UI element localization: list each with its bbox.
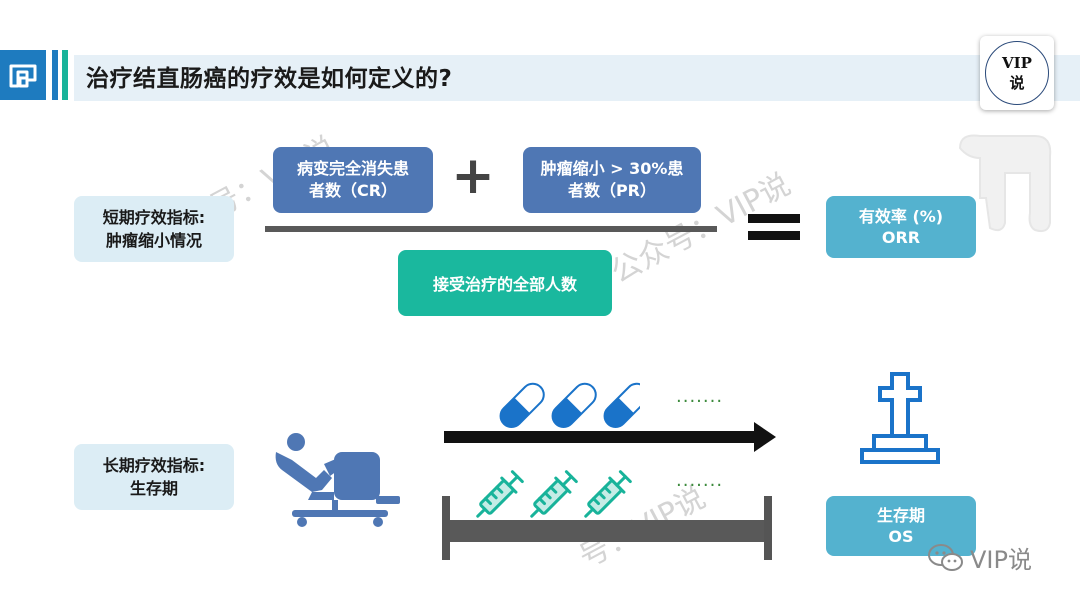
fraction-line <box>265 226 717 232</box>
pr-patients-box: 肿瘤缩小 > 30%患 者数（PR） <box>523 147 701 213</box>
capsule-icons <box>499 382 640 428</box>
header-accent-stripe <box>62 50 68 100</box>
wechat-icon <box>928 543 963 571</box>
patient-bed-icon <box>275 433 400 527</box>
tombstone-cross-icon <box>860 372 940 464</box>
syringe-icon <box>476 470 524 518</box>
page-title: 治疗结直肠癌的疗效是如何定义的? <box>86 66 453 92</box>
continuation-dots: ....... <box>676 470 724 491</box>
wechat-account-name: VIP说 <box>970 546 1032 574</box>
vip-badge[interactable]: VIP 说 <box>980 36 1054 110</box>
wechat-watermark: VIP说 <box>928 540 1032 575</box>
timeline-arrow-icon <box>444 422 776 452</box>
short-term-indicator-label: 短期疗效指标: 肿瘤缩小情况 <box>74 196 234 262</box>
os-result-box: 生存期 OS <box>826 496 976 556</box>
continuation-dots: ....... <box>676 386 724 407</box>
vip-badge-line2: 说 <box>1009 74 1025 92</box>
cr-patients-box: 病变完全消失患 者数（CR） <box>273 147 433 213</box>
intestine-icon <box>0 50 46 100</box>
orr-result-box: 有效率 (%) ORR <box>826 196 976 258</box>
total-treated-box: 接受治疗的全部人数 <box>398 250 612 316</box>
vip-badge-circle: VIP 说 <box>985 41 1049 105</box>
title-bar <box>74 55 1080 101</box>
equals-icon <box>748 214 800 240</box>
syringe-icons <box>476 470 632 518</box>
syringe-icon <box>584 470 632 518</box>
intestine-watermark-icon <box>958 134 1052 233</box>
header-accent-stripe <box>52 50 58 100</box>
survival-span-bar <box>442 496 772 560</box>
vip-badge-line1: VIP <box>1002 54 1032 72</box>
plus-icon: + <box>451 146 495 206</box>
syringe-icon <box>530 470 578 518</box>
long-term-indicator-label: 长期疗效指标: 生存期 <box>74 444 234 510</box>
